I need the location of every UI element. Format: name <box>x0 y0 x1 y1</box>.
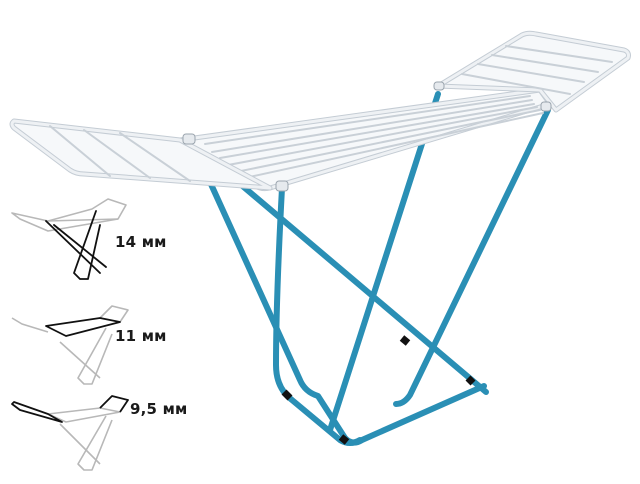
diagram-center-rails-11mm <box>11 305 129 385</box>
label-legs-thickness: 14 мм <box>115 233 167 251</box>
leg-caps <box>281 335 476 445</box>
left-wing <box>9 118 273 191</box>
diagram-wing-rails-9-5mm <box>11 395 129 471</box>
label-wing-rails-thickness: 9,5 мм <box>130 400 188 418</box>
right-wing <box>435 30 631 113</box>
diagram-legs-14mm <box>11 198 127 280</box>
label-center-rails-thickness: 11 мм <box>115 327 167 345</box>
hinge-joints <box>182 81 552 192</box>
center-frame <box>177 87 553 192</box>
rack-legs <box>187 91 551 446</box>
